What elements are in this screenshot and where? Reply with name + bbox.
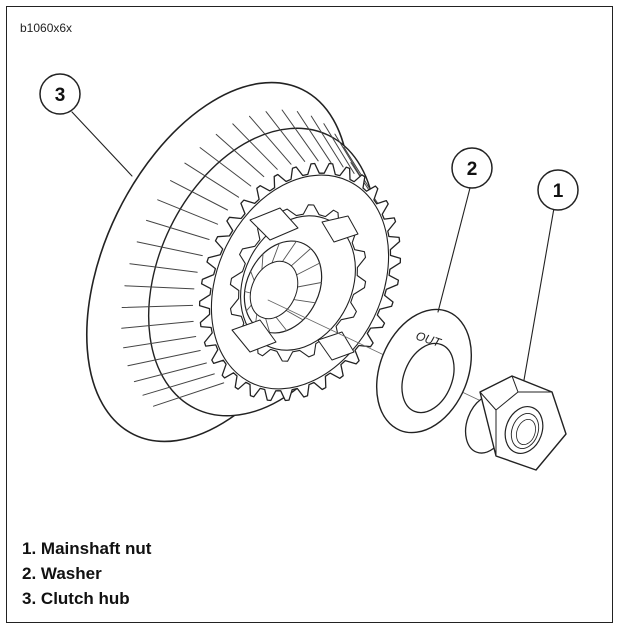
callout-3: 3 [39, 73, 81, 115]
legend-label: Washer [40, 564, 102, 583]
legend-number: 1. [22, 539, 37, 558]
mainshaft-nut [464, 375, 567, 471]
figure-id: b1060x6x [20, 21, 73, 35]
legend-item: 3. Clutch hub [22, 586, 151, 611]
parts-legend: 1. Mainshaft nut 2. Washer 3. Clutch hub [22, 536, 151, 611]
callout-1: 1 [537, 169, 579, 211]
callout-number: 3 [55, 85, 66, 106]
callout-2: 2 [451, 147, 493, 189]
legend-label: Clutch hub [40, 589, 130, 608]
clutch-hub [85, 81, 402, 443]
legend-number: 3. [22, 589, 37, 608]
washer [375, 308, 473, 434]
legend-label: Mainshaft nut [40, 539, 152, 558]
callout-number: 1 [553, 181, 564, 202]
legend-number: 2. [22, 564, 37, 583]
callout-number: 2 [467, 159, 478, 180]
legend-item: 1. Mainshaft nut [22, 536, 151, 561]
legend-item: 2. Washer [22, 561, 151, 586]
